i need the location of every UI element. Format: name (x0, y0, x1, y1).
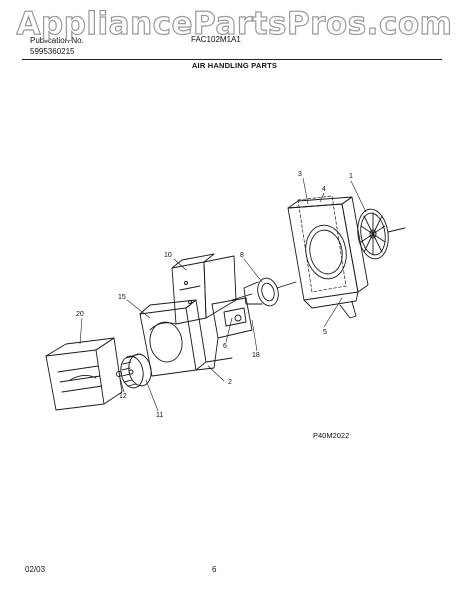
publication-block: Publication No. 5995360215 (30, 35, 84, 57)
callout-15: 15 (118, 294, 126, 301)
callout-10: 10 (164, 252, 172, 259)
leader-lines (79, 177, 367, 412)
figure-code: P40M2022 (313, 431, 350, 440)
callout-20: 20 (76, 311, 84, 318)
header-rule (22, 59, 442, 60)
air-duct-panel (45, 337, 123, 411)
publication-number: 5995360215 (30, 47, 75, 56)
watermark: AppliancePartsPros.com (16, 5, 453, 42)
shroud-dashed-outline (297, 195, 347, 293)
model-number: FAC102M1A1 (191, 35, 241, 44)
section-title: AIR HANDLING PARTS (191, 61, 278, 70)
condenser-shroud (287, 196, 369, 319)
callout-2: 2 (228, 379, 232, 386)
blower-base (195, 337, 233, 371)
callout-4: 4 (322, 186, 326, 193)
callout-6: 6 (223, 343, 227, 350)
callout-12: 12 (119, 393, 127, 400)
page-number: 6 (212, 565, 217, 574)
callout-11: 11 (156, 412, 163, 419)
callout-5: 5 (323, 329, 327, 336)
callout-labels: 1 2 3 4 5 6 8 10 11 12 15 18 20 (76, 171, 353, 419)
callout-1: 1 (349, 173, 353, 180)
footer-date: 02/03 (25, 565, 46, 574)
callout-8: 8 (240, 252, 244, 259)
fan-motor (231, 277, 297, 307)
motor-support (211, 297, 253, 339)
callout-18: 18 (252, 352, 260, 359)
publication-label: Publication No. (30, 36, 84, 45)
callout-3: 3 (298, 171, 302, 178)
motor-mount-bracket (171, 253, 237, 325)
condenser-fan-blade (357, 208, 406, 260)
